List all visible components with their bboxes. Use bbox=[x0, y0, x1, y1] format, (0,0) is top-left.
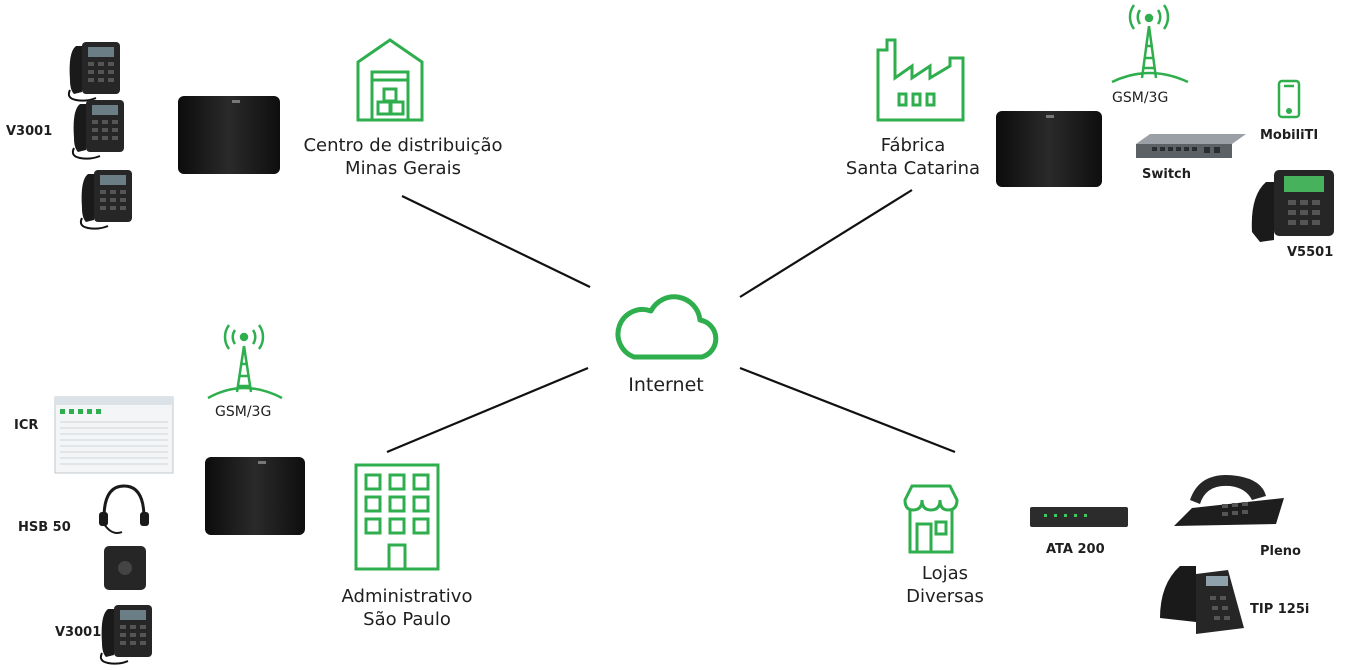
desk-phone bbox=[1251, 170, 1334, 242]
office-building-icon bbox=[354, 463, 440, 571]
device-label-v3001: V3001 bbox=[55, 625, 102, 640]
device-label-hsb50: HSB 50 bbox=[18, 520, 71, 535]
cloud-icon bbox=[615, 294, 719, 360]
device-label-v3001: V3001 bbox=[6, 124, 53, 139]
device-label-ata200: ATA 200 bbox=[1046, 542, 1105, 557]
site-minas-line1: Centro de distribuição bbox=[303, 135, 503, 156]
link-minas bbox=[401, 195, 591, 288]
device-label-mobiliti: MobiliTI bbox=[1260, 128, 1319, 143]
antenna-tower-icon bbox=[1111, 4, 1189, 84]
site-sao-paulo-line2: São Paulo bbox=[363, 609, 451, 630]
pbx-device bbox=[205, 457, 305, 535]
site-minas-line2: Minas Gerais bbox=[345, 158, 461, 179]
device-label-switch: Switch bbox=[1142, 167, 1192, 182]
desk-phone bbox=[1174, 475, 1284, 526]
device-label-gsm: GSM/3G bbox=[1112, 90, 1169, 106]
desk-phone bbox=[1160, 566, 1244, 634]
factory-icon bbox=[876, 38, 965, 122]
site-santa-catarina-line1: Fábrica bbox=[880, 135, 946, 156]
device-label-v5501: V5501 bbox=[1287, 245, 1334, 260]
headset-device bbox=[99, 484, 149, 590]
connection-lines bbox=[386, 189, 956, 454]
pbx-device bbox=[996, 111, 1102, 187]
desk-phone bbox=[67, 41, 121, 102]
site-lojas-label: Lojas Diversas bbox=[890, 562, 1000, 608]
site-minas-label: Centro de distribuição Minas Gerais bbox=[288, 134, 518, 180]
smartphone-icon bbox=[1277, 79, 1301, 119]
site-sao-paulo-label: Administrativo São Paulo bbox=[324, 585, 490, 631]
desk-phone bbox=[99, 604, 153, 665]
site-lojas-line2: Diversas bbox=[906, 586, 984, 607]
device-label-icr: ICR bbox=[14, 418, 39, 433]
link-santa-catarina bbox=[739, 189, 913, 298]
device-label-pleno: Pleno bbox=[1260, 544, 1301, 559]
antenna-tower-icon bbox=[207, 324, 283, 400]
link-sao-paulo bbox=[386, 366, 589, 454]
pbx-device bbox=[178, 96, 280, 174]
network-switch bbox=[1136, 134, 1246, 158]
software-window bbox=[54, 396, 174, 474]
site-santa-catarina-line2: Santa Catarina bbox=[845, 158, 981, 179]
device-label-gsm: GSM/3G bbox=[215, 404, 272, 420]
warehouse-icon bbox=[356, 38, 424, 122]
desk-phone bbox=[79, 169, 133, 230]
desk-phone bbox=[71, 99, 125, 160]
ata-device bbox=[1030, 507, 1128, 527]
store-icon bbox=[903, 484, 959, 554]
device-label-tip125i: TIP 125i bbox=[1250, 602, 1310, 617]
site-sao-paulo-line1: Administrativo bbox=[341, 586, 473, 607]
link-lojas bbox=[739, 366, 956, 454]
site-lojas-line1: Lojas bbox=[921, 563, 969, 584]
site-santa-catarina-label: Fábrica Santa Catarina bbox=[838, 134, 988, 180]
internet-label: Internet bbox=[628, 374, 704, 396]
